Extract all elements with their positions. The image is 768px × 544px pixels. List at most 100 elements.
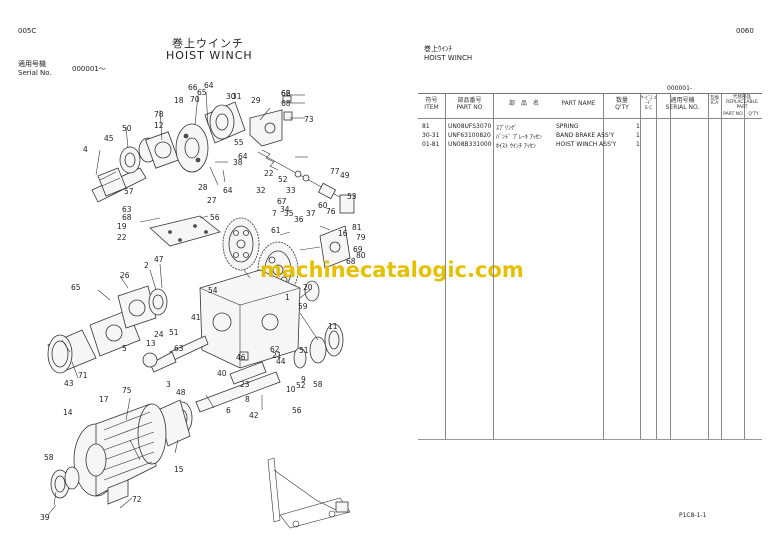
callout-number: 77 bbox=[330, 167, 340, 176]
callout-number: 78 bbox=[154, 110, 164, 119]
callout-number: 56 bbox=[210, 213, 220, 222]
callout-number: 63 bbox=[174, 344, 184, 353]
callout-number: 56 bbox=[292, 406, 302, 415]
row-name-jp: ﾊﾞﾝﾄﾞ ﾌﾞﾚｰｷ ｱｯｾﾝ bbox=[496, 134, 542, 141]
flange-rings bbox=[117, 285, 168, 329]
callout-number: 5 bbox=[122, 344, 127, 353]
table-row: 01-81 UN08B331000 ﾎｲｽﾄ ｳｲﾝﾁ ｱｯｾﾝ HOIST W… bbox=[418, 141, 762, 150]
callout-number: 79 bbox=[356, 233, 366, 242]
callout-number: 62 bbox=[270, 345, 280, 354]
callout-number: 20 bbox=[303, 283, 313, 292]
row-name-en: SPRING bbox=[556, 123, 579, 130]
gear-large-1 bbox=[222, 217, 260, 271]
callout-number: 1 bbox=[285, 293, 290, 302]
input-shaft bbox=[91, 167, 147, 203]
callout-number: 45 bbox=[104, 134, 114, 143]
callout-number: 51 bbox=[299, 346, 309, 355]
hdr-partno-en: PART NO bbox=[456, 104, 483, 111]
callout-number: 24 bbox=[154, 330, 164, 339]
spring-rod bbox=[257, 149, 355, 214]
callout-number: 15 bbox=[174, 465, 184, 474]
callout-number: 46 bbox=[236, 353, 246, 362]
callout-number: 33 bbox=[286, 186, 296, 195]
right-title-jp: 巻上ｳｲﾝﾁ bbox=[424, 45, 452, 53]
callout-number: 27 bbox=[207, 196, 217, 205]
row-qty: 1 bbox=[636, 123, 640, 130]
bearing-rings-right bbox=[293, 280, 344, 369]
callout-number: 16 bbox=[338, 229, 348, 238]
callout-number: 76 bbox=[326, 207, 336, 216]
right-footer-code: P1C8-1-1 bbox=[679, 512, 707, 519]
hdr-ica-en: ICA bbox=[710, 101, 719, 106]
callout-number: 59 bbox=[298, 302, 308, 311]
callout-number: 75 bbox=[122, 386, 132, 395]
callout-number: 32 bbox=[256, 186, 266, 195]
pinion-shaft bbox=[142, 335, 209, 373]
applicable-label-jp: 適用号機 bbox=[18, 60, 46, 68]
row-item: 01-81 bbox=[422, 141, 440, 148]
callout-number: 13 bbox=[146, 339, 156, 348]
callout-number: 65 bbox=[197, 88, 207, 97]
callout-number: 66 bbox=[188, 83, 198, 92]
brake-drum bbox=[175, 101, 246, 173]
callout-number: 10 bbox=[286, 385, 296, 394]
row-name-jp: ｽﾌﾟﾘﾝｸﾞ bbox=[496, 125, 518, 132]
hdr-qty-jp: 数量 bbox=[615, 97, 628, 104]
callout-number: 64 bbox=[204, 81, 214, 90]
callout-number: 80 bbox=[356, 251, 366, 260]
lower-rings bbox=[50, 466, 80, 499]
callout-number: 8 bbox=[245, 395, 250, 404]
bracket-right bbox=[319, 225, 351, 269]
right-page-code: 0060 bbox=[736, 27, 754, 35]
callout-number: 64 bbox=[238, 152, 248, 161]
row-qty: 1 bbox=[636, 132, 640, 139]
hdr-name-jp: 部 品 名 bbox=[508, 100, 539, 107]
callout-number: 70 bbox=[190, 95, 200, 104]
callout-number: 58 bbox=[44, 453, 54, 462]
drum-shaft bbox=[195, 351, 281, 413]
callout-number: 61 bbox=[271, 226, 281, 235]
callout-number: 67 bbox=[277, 197, 287, 206]
hdr-serial-jp: 適用号機 bbox=[670, 97, 695, 104]
callout-number: 6 bbox=[226, 406, 231, 415]
hdr-name-en: PART NAME bbox=[561, 100, 596, 107]
callout-number: 30 bbox=[226, 92, 236, 101]
callout-number: 18 bbox=[174, 96, 184, 105]
callout-number: 50 bbox=[122, 124, 132, 133]
callout-number: 4 bbox=[83, 145, 88, 154]
row-name-en: BAND BRAKE ASS'Y bbox=[556, 132, 615, 139]
leader-lines bbox=[47, 91, 331, 516]
callout-number: 63 bbox=[122, 205, 132, 214]
callout-number: 52 bbox=[296, 381, 306, 390]
callout-number: 68 bbox=[122, 213, 132, 222]
callout-number: 64 bbox=[223, 186, 233, 195]
callout-number: 11 bbox=[328, 322, 338, 331]
callout-number: 39 bbox=[40, 513, 50, 522]
watermark: machinecatalogic.com bbox=[260, 258, 524, 282]
hdr-rep-en: REPLACEABLE PART bbox=[726, 100, 758, 110]
callout-number: 29 bbox=[251, 96, 261, 105]
hdr-sc-en: S C bbox=[644, 106, 653, 111]
row-item: 81 bbox=[422, 123, 430, 130]
callout-number: 47 bbox=[154, 255, 164, 264]
hdr-serial-en: SERIAL NO. bbox=[665, 104, 700, 111]
callout-number: 37 bbox=[306, 209, 316, 218]
hdr-rep-qty: Q'TY bbox=[748, 112, 759, 117]
row-part-no: UN08B331000 bbox=[448, 141, 492, 148]
row-qty: 1 bbox=[636, 141, 640, 148]
crane-inset bbox=[267, 457, 351, 529]
callout-number: 17 bbox=[99, 395, 109, 404]
cover-plate bbox=[149, 215, 221, 247]
hdr-ica-jp: 互換 bbox=[710, 96, 719, 101]
right-title-en: HOIST WINCH bbox=[424, 54, 473, 62]
callout-number: 52 bbox=[278, 175, 288, 184]
callout-number: 23 bbox=[240, 380, 250, 389]
hdr-rep-jp: 代替部品 bbox=[733, 95, 751, 100]
table-row: 30-31 UNF63100820 ﾊﾞﾝﾄﾞ ﾌﾞﾚｰｷ ｱｯｾﾝ BAND … bbox=[418, 132, 762, 141]
callout-number: 68 bbox=[346, 257, 356, 266]
callout-number: 26 bbox=[120, 271, 130, 280]
callout-number: 21 bbox=[272, 351, 282, 360]
serial-label: Serial No. bbox=[18, 69, 52, 77]
bracket bbox=[249, 95, 293, 147]
left-title-jp: 巻上ウインチ bbox=[172, 37, 244, 50]
